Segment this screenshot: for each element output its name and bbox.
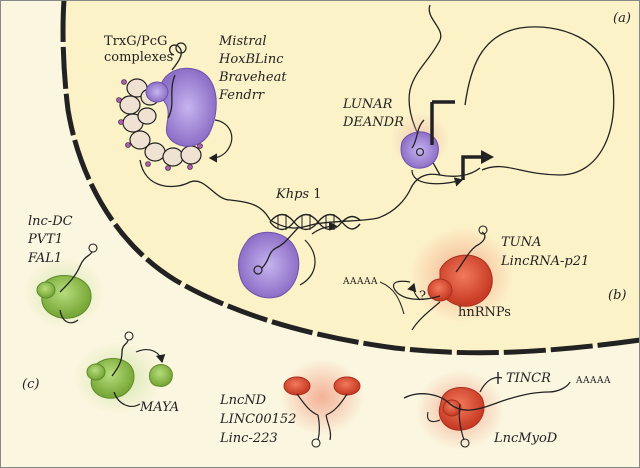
panel-label-c: (c) [22,377,39,392]
maya-complex [86,331,173,407]
lncnd-complex [283,376,361,448]
khps-label: Khps 1 [275,187,321,202]
hnrnp-complex [392,225,493,331]
lncrna-label-pvt1: PVT1 [27,232,63,247]
lncrna-label-mistral: Mistral [218,34,267,49]
trxg-label-line2: complexes [104,50,173,65]
dna-strand [269,4,615,229]
lncrna-label-lunar: LUNAR [342,97,393,112]
lncrna-label-lncnd: LncND [219,393,267,408]
lnc-dc-complex [36,243,98,324]
question-mark: ? [419,289,426,304]
trxg-complex [116,42,271,221]
trxg-label-line1: TrxG/PcG [104,34,167,49]
lncrna-label-braveheat: Braveheat [218,70,287,85]
polya-tail-cytoplasm: AAAAA [575,376,611,386]
polya-tail-nucleus: AAAAA [342,277,378,287]
lncrna-label-linc-223: Linc-223 [219,431,278,446]
lncrna-label-tuna: TUNA [501,235,541,250]
lncrna-label-lnc-dc: lnc-DC [28,214,73,229]
panel-label-b: (b) [608,288,626,303]
lncrna-label-tincr: TINCR [506,371,551,386]
lncrna-label-lincrna-p21: LincRNA-p21 [500,254,589,269]
lncrna-label-maya: MAYA [139,400,179,415]
trxg-protein [158,67,217,147]
lncrna-label-linc00152: LINC00152 [219,412,296,427]
lncrna-label-fal1: FAL1 [27,251,62,266]
tincr-lncmyod-complex [403,372,571,448]
lncrna-label-deandr: DEANDR [342,115,404,130]
lncrna-label-hoxblinc: HoxBLinc [218,52,284,67]
lncrna-label-lncmyod: LncMyoD [493,431,558,446]
khps1-protein [237,221,338,299]
hnrnp-label: hnRNPs [458,305,511,320]
nuclear-envelope [60,0,640,356]
lncrna-label-fendrr: Fendrr [218,88,265,103]
enhancer-complex [400,100,494,187]
panel-label-a: (a) [613,11,631,26]
